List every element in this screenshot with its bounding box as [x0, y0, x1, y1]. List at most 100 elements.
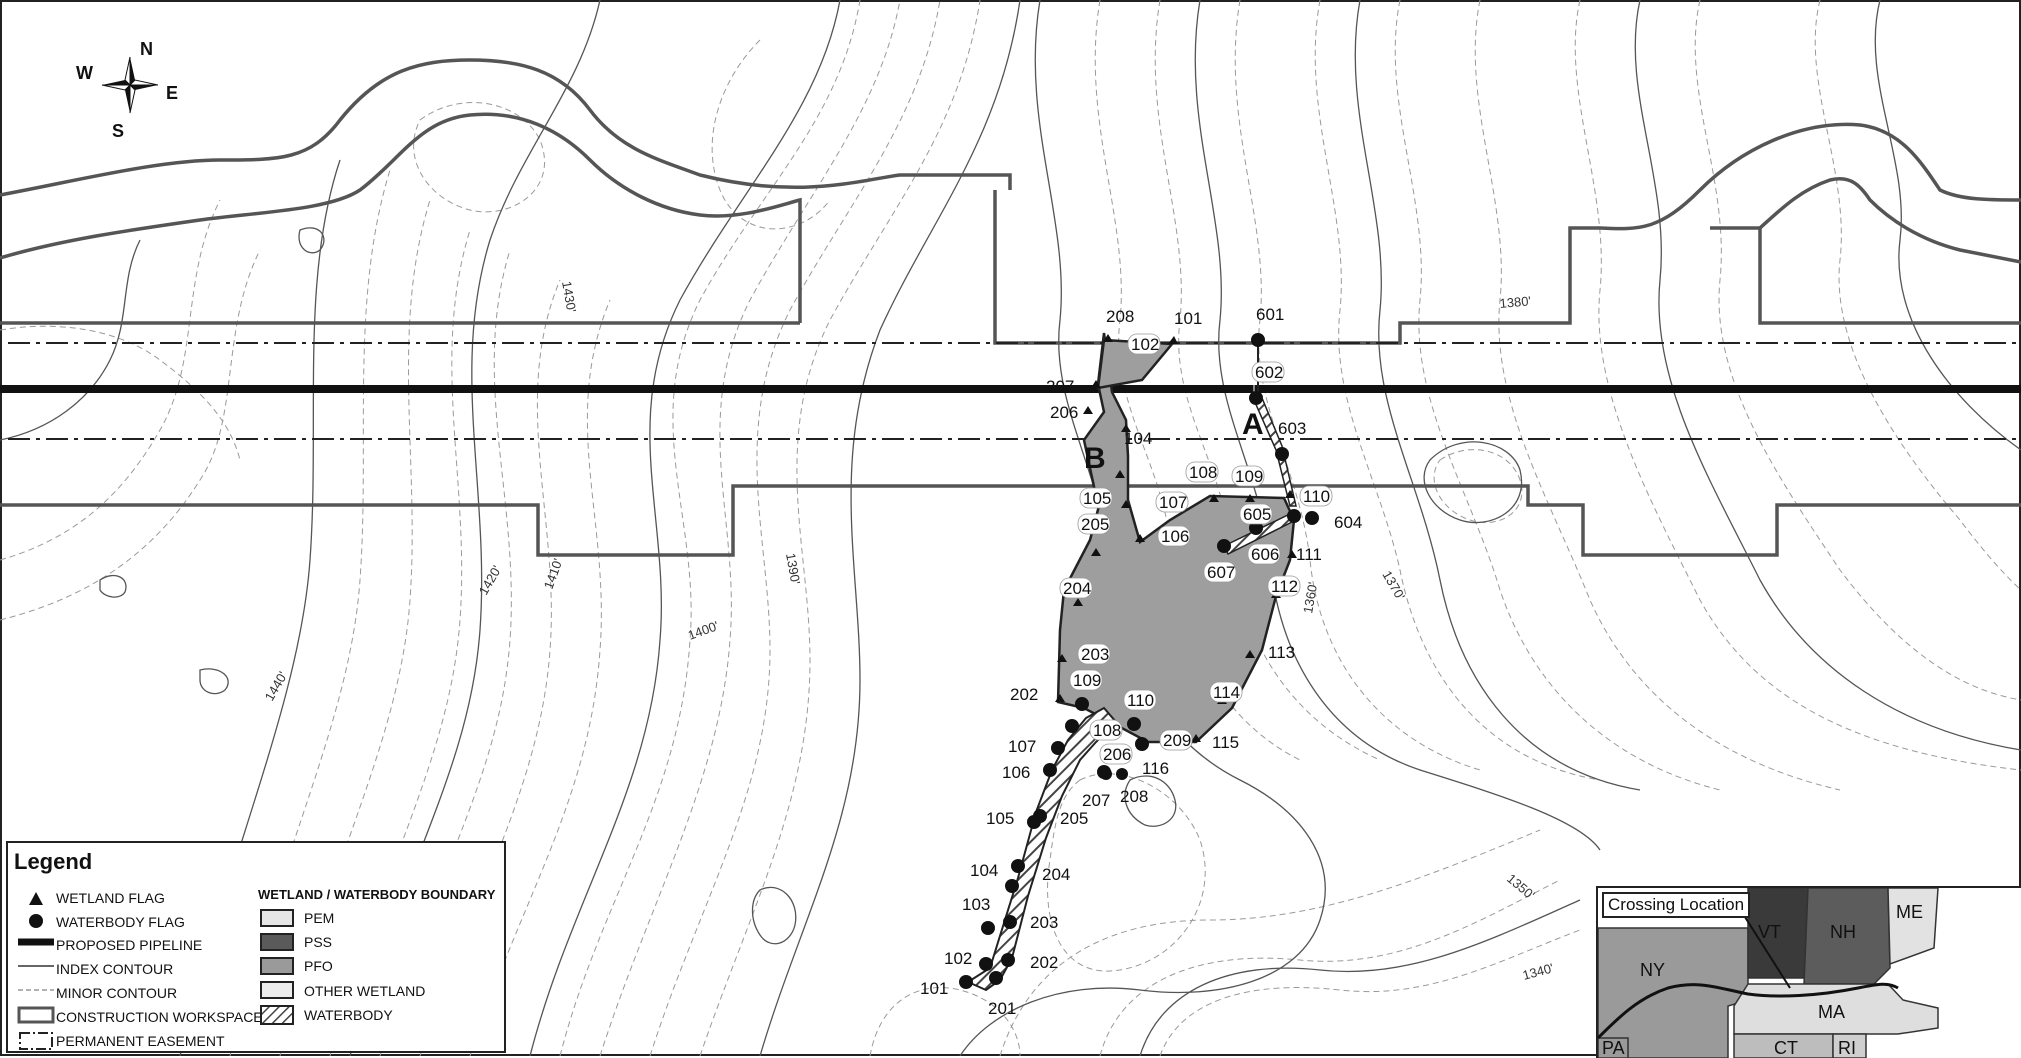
wetland-flag-icon [29, 892, 43, 905]
contour-label: 1380' [1499, 293, 1532, 311]
waterbody-flag-label: 606 [1251, 545, 1279, 564]
index-contour-icon [18, 965, 54, 967]
waterbody-flag-label: 206 [1103, 745, 1131, 764]
minor-contour-icon [18, 989, 54, 991]
wetland-flag-label: 203 [1081, 645, 1109, 664]
easement-symbol-icon [19, 1032, 53, 1050]
wetland-flag-label: 102 [1131, 335, 1159, 354]
inset-locator-map: Crossing Location NY VT NH ME MA CT RI P… [1596, 886, 2021, 1058]
wetland-flag-label: 107 [1159, 493, 1187, 512]
wetland-flag-label: 114 [1213, 683, 1240, 702]
wetland-flag-label: 207 [1046, 377, 1074, 396]
wetland-flag-label: 101 [1174, 309, 1202, 328]
state-nh [1803, 888, 1891, 985]
wetland-flag-label: 208 [1106, 307, 1134, 326]
waterbody-flag-label: 102 [944, 949, 972, 968]
state-label-ct: CT [1774, 1038, 1798, 1058]
legend-item-construction-workspace: CONSTRUCTION WORKSPACE [56, 1009, 263, 1025]
state-ri [1832, 1033, 1867, 1058]
contour-label: 1430' [559, 280, 579, 314]
wetland-flag-label: 109 [1235, 467, 1263, 486]
waterbody-flag-label: 603 [1278, 419, 1306, 438]
wetland-flag-label: 104 [1124, 429, 1152, 448]
state-label-ny: NY [1640, 960, 1666, 980]
state-label-me: ME [1896, 902, 1923, 922]
construction-workspace [0, 58, 2021, 557]
state-label-pa: PA [1602, 1038, 1625, 1058]
waterbody-flag-label: 205 [1060, 809, 1088, 828]
pipeline-symbol-icon [18, 938, 54, 946]
compass-e: E [166, 83, 178, 103]
legend-item-waterbody-flag: WATERBODY FLAG [56, 914, 185, 930]
wetland-flag-label: 111 [1296, 545, 1322, 564]
legend-item-wetland-flag: WETLAND FLAG [56, 890, 165, 906]
wetland-flag-labels: 208 101 102 207 206 104 105 205 106 107 … [1010, 307, 1333, 752]
waterbody-flag-label: 104 [970, 861, 998, 880]
wetland-flag-label: 204 [1063, 579, 1091, 598]
wetland-flag-label: 112 [1271, 577, 1298, 596]
state-ct [1733, 1033, 1834, 1058]
wetland-flag-label: 115 [1212, 733, 1239, 752]
wetland-flag-label: 106 [1161, 527, 1189, 546]
waterbody-flag-label: 601 [1256, 305, 1284, 324]
waterbody-flag-label: 203 [1030, 913, 1058, 932]
wetland-flag-label: 202 [1010, 685, 1038, 704]
inset-states-svg [1598, 888, 2021, 1058]
pfo-swatch [260, 957, 294, 975]
waterbody-flag-label: 607 [1207, 563, 1235, 582]
crossing-label-a: A [1242, 408, 1264, 441]
waterbody-flag-label: 109 [1073, 671, 1101, 690]
waterbody-flag-label: 605 [1243, 505, 1271, 524]
wetland-flag-label: 206 [1050, 403, 1078, 422]
legend-item-proposed-pipeline: PROPOSED PIPELINE [56, 937, 203, 953]
compass-s: S [112, 121, 124, 141]
waterbody-flag-label: 208 [1120, 787, 1148, 806]
waterbody-stream-upper [1253, 397, 1297, 507]
legend-item-index-contour: INDEX CONTOUR [56, 961, 174, 977]
legend-item-permanent-easement: PERMANENT EASEMENT [56, 1033, 225, 1049]
state-me [1887, 888, 1939, 966]
legend-title: Legend [14, 849, 93, 874]
legend-boundary-heading: WETLAND / WATERBODY BOUNDARY [258, 887, 496, 902]
waterbody-flag-label: 202 [1030, 953, 1058, 972]
pem-swatch [260, 909, 294, 927]
waterbody-flag-label: 107 [1008, 737, 1036, 756]
permanent-easement [8, 342, 2021, 440]
waterbody-flag-label: 209 [1163, 731, 1191, 750]
compass-rose: N E W S [76, 39, 178, 141]
legend-item-pfo: PFO [304, 958, 333, 974]
wetland-flag-label: 113 [1268, 643, 1295, 662]
waterbody-flag-label: 207 [1082, 791, 1110, 810]
waterbody-flag-labels: 601 602 603 604 605 606 607 209 110 109 … [920, 305, 1362, 1018]
other-wetland-swatch [260, 981, 294, 999]
state-label-ma: MA [1818, 1002, 1845, 1022]
contour-label: 1390' [783, 552, 803, 586]
waterbody-flag-markers [959, 333, 1319, 989]
inset-title: Crossing Location [1602, 892, 1751, 918]
crossing-leader-line [1737, 905, 1791, 989]
legend-item-waterbody: WATERBODY [304, 1007, 393, 1023]
waterbody-flag-label: 105 [986, 809, 1014, 828]
waterbody-flag-label: 110 [1127, 691, 1154, 710]
pipeline-route [1598, 982, 1899, 1040]
workspace-symbol-icon [17, 1006, 55, 1024]
wetland-flag-label: 205 [1081, 515, 1109, 534]
compass-w: W [76, 63, 93, 83]
waterbody-hatch-swatch [260, 1005, 294, 1025]
waterbody-flag-label: 116 [1142, 759, 1169, 778]
waterbody-flag-label: 103 [962, 895, 990, 914]
wetland-flag-label: 105 [1083, 489, 1111, 508]
state-pa [1598, 1037, 1629, 1058]
state-label-ri: RI [1838, 1038, 1856, 1058]
state-label-vt: VT [1758, 922, 1782, 942]
state-label-nh: NH [1830, 922, 1856, 942]
wetland-flag-label: 108 [1189, 463, 1217, 482]
compass-n: N [140, 39, 153, 59]
legend-item-other-wetland: OTHER WETLAND [304, 983, 426, 999]
waterbody-flag-label: 106 [1002, 763, 1030, 782]
waterbody-flag-label: 201 [988, 999, 1016, 1018]
waterbody-flag-label: 604 [1334, 513, 1362, 532]
crossing-label-b: B [1084, 442, 1106, 475]
legend-item-pem: PEM [304, 910, 335, 926]
